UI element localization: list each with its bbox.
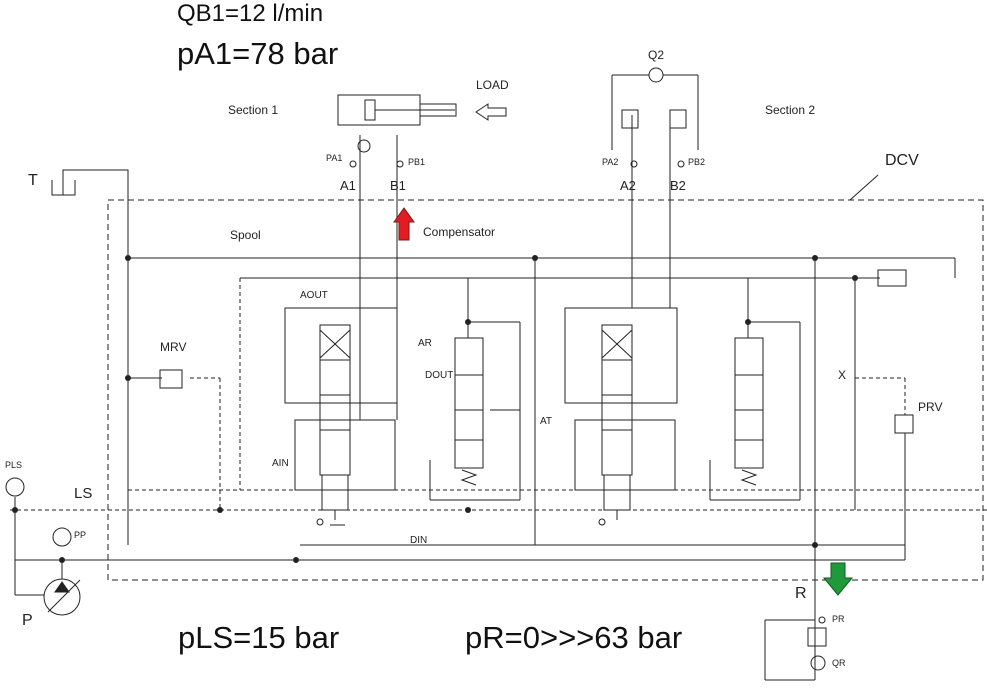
compensator-1 bbox=[454, 337, 484, 469]
section-2-label: Section 2 bbox=[765, 103, 816, 117]
pb2-gauge-label: PB2 bbox=[688, 157, 706, 167]
din-label: DIN bbox=[410, 535, 428, 546]
q2-label: Q2 bbox=[648, 48, 665, 62]
pls-gauge-label: PLS bbox=[5, 460, 23, 470]
port-a1: A1 bbox=[340, 178, 356, 193]
spool-housing-2 bbox=[564, 307, 678, 404]
port-b2: B2 bbox=[670, 178, 686, 193]
mrv-label: MRV bbox=[160, 340, 187, 354]
red-up-arrow bbox=[393, 207, 415, 241]
compensator-2 bbox=[734, 337, 764, 469]
section-1-label: Section 1 bbox=[228, 103, 279, 117]
green-down-arrow bbox=[822, 562, 854, 596]
dcv-boundary bbox=[107, 199, 984, 581]
spool-label: Spool bbox=[230, 228, 261, 242]
qr-label: QR bbox=[832, 658, 846, 668]
prv-label: PRV bbox=[918, 400, 943, 414]
port-b1: B1 bbox=[390, 178, 406, 193]
pa2-gauge-label: PA2 bbox=[602, 157, 619, 167]
compensator-label: Compensator bbox=[423, 225, 496, 239]
pls-label: pLS=15 bar bbox=[178, 620, 340, 655]
pr-label: pR=0>>>63 bar bbox=[465, 620, 683, 655]
spool-1 bbox=[319, 324, 351, 476]
pump-label: P bbox=[22, 612, 33, 629]
pa1-label: pA1=78 bar bbox=[177, 36, 339, 71]
pb1-gauge-label: PB1 bbox=[408, 157, 426, 167]
spool-2 bbox=[601, 324, 633, 476]
ls-label: LS bbox=[74, 485, 93, 502]
flow-label: QB1=12 l/min bbox=[177, 0, 324, 27]
aout-label: AOUT bbox=[300, 290, 328, 301]
mrv-valve bbox=[159, 369, 183, 389]
ar-label: AR bbox=[418, 338, 432, 349]
port-a2: A2 bbox=[620, 178, 636, 193]
dout-label: DOUT bbox=[425, 370, 454, 381]
prv-valve bbox=[894, 414, 914, 434]
tank-label: T bbox=[28, 172, 38, 189]
pr-gauge-label: PR bbox=[832, 614, 845, 624]
spool-housing-1 bbox=[284, 307, 398, 404]
x-label: X bbox=[838, 368, 847, 382]
load-label: LOAD bbox=[476, 78, 509, 92]
pp-label: PP bbox=[74, 530, 87, 540]
at-label: AT bbox=[540, 416, 553, 427]
ain-label: AIN bbox=[272, 458, 289, 469]
dcv-label: DCV bbox=[885, 152, 919, 169]
pa1-gauge-label: PA1 bbox=[326, 153, 343, 163]
return-label: R bbox=[795, 585, 807, 602]
